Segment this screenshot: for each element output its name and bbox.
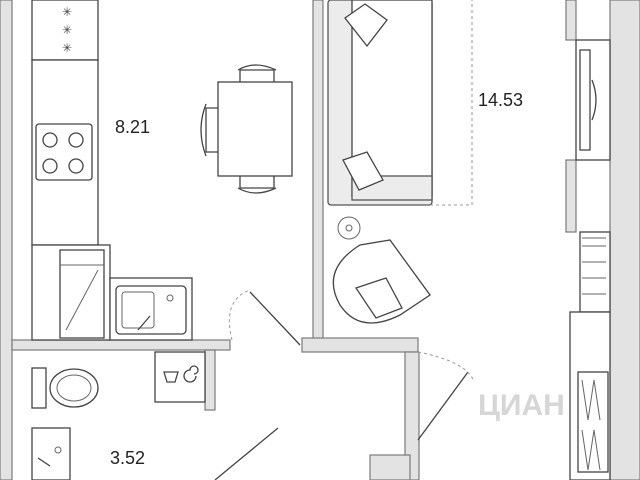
basin-icon [31, 427, 71, 480]
toilet-icon [31, 367, 99, 409]
armchair-icon [332, 216, 431, 324]
svg-text:✳: ✳ [62, 23, 72, 37]
tv-icon [575, 39, 611, 161]
living-area-label: 14.53 [478, 90, 523, 110]
corridor-wall [301, 337, 419, 353]
right-outer-wall [609, 0, 640, 480]
right-inner-wall-2 [565, 159, 577, 233]
sofa-icon [327, 0, 473, 206]
center-partition-wall [312, 0, 324, 346]
right-inner-wall [565, 0, 577, 41]
sink-icon [115, 285, 187, 335]
svg-text:✳: ✳ [62, 41, 72, 55]
bottom-wall-segment [369, 454, 411, 480]
door-living [417, 351, 475, 441]
left-outer-wall [0, 0, 13, 480]
kitchen-area-label: 8.21 [115, 117, 150, 137]
door-kitchen [228, 289, 301, 346]
svg-text:✳: ✳ [62, 5, 72, 19]
washing-machine-icon [154, 351, 206, 403]
bath-right-wall [204, 349, 216, 411]
door-bathroom [214, 427, 279, 480]
bookshelf [569, 231, 611, 480]
hob-icon [35, 123, 93, 181]
dining-table-icon [200, 64, 293, 194]
kitchen-counter: ✳ ✳ ✳ [31, 0, 193, 341]
entry-wall [404, 351, 420, 480]
bathroom-area-label: 3.52 [110, 448, 145, 468]
sparkle-icon: ✳ ✳ ✳ [62, 5, 72, 55]
watermark-logo: ЦИАН [478, 389, 565, 422]
kitchen-bath-wall [11, 339, 231, 351]
